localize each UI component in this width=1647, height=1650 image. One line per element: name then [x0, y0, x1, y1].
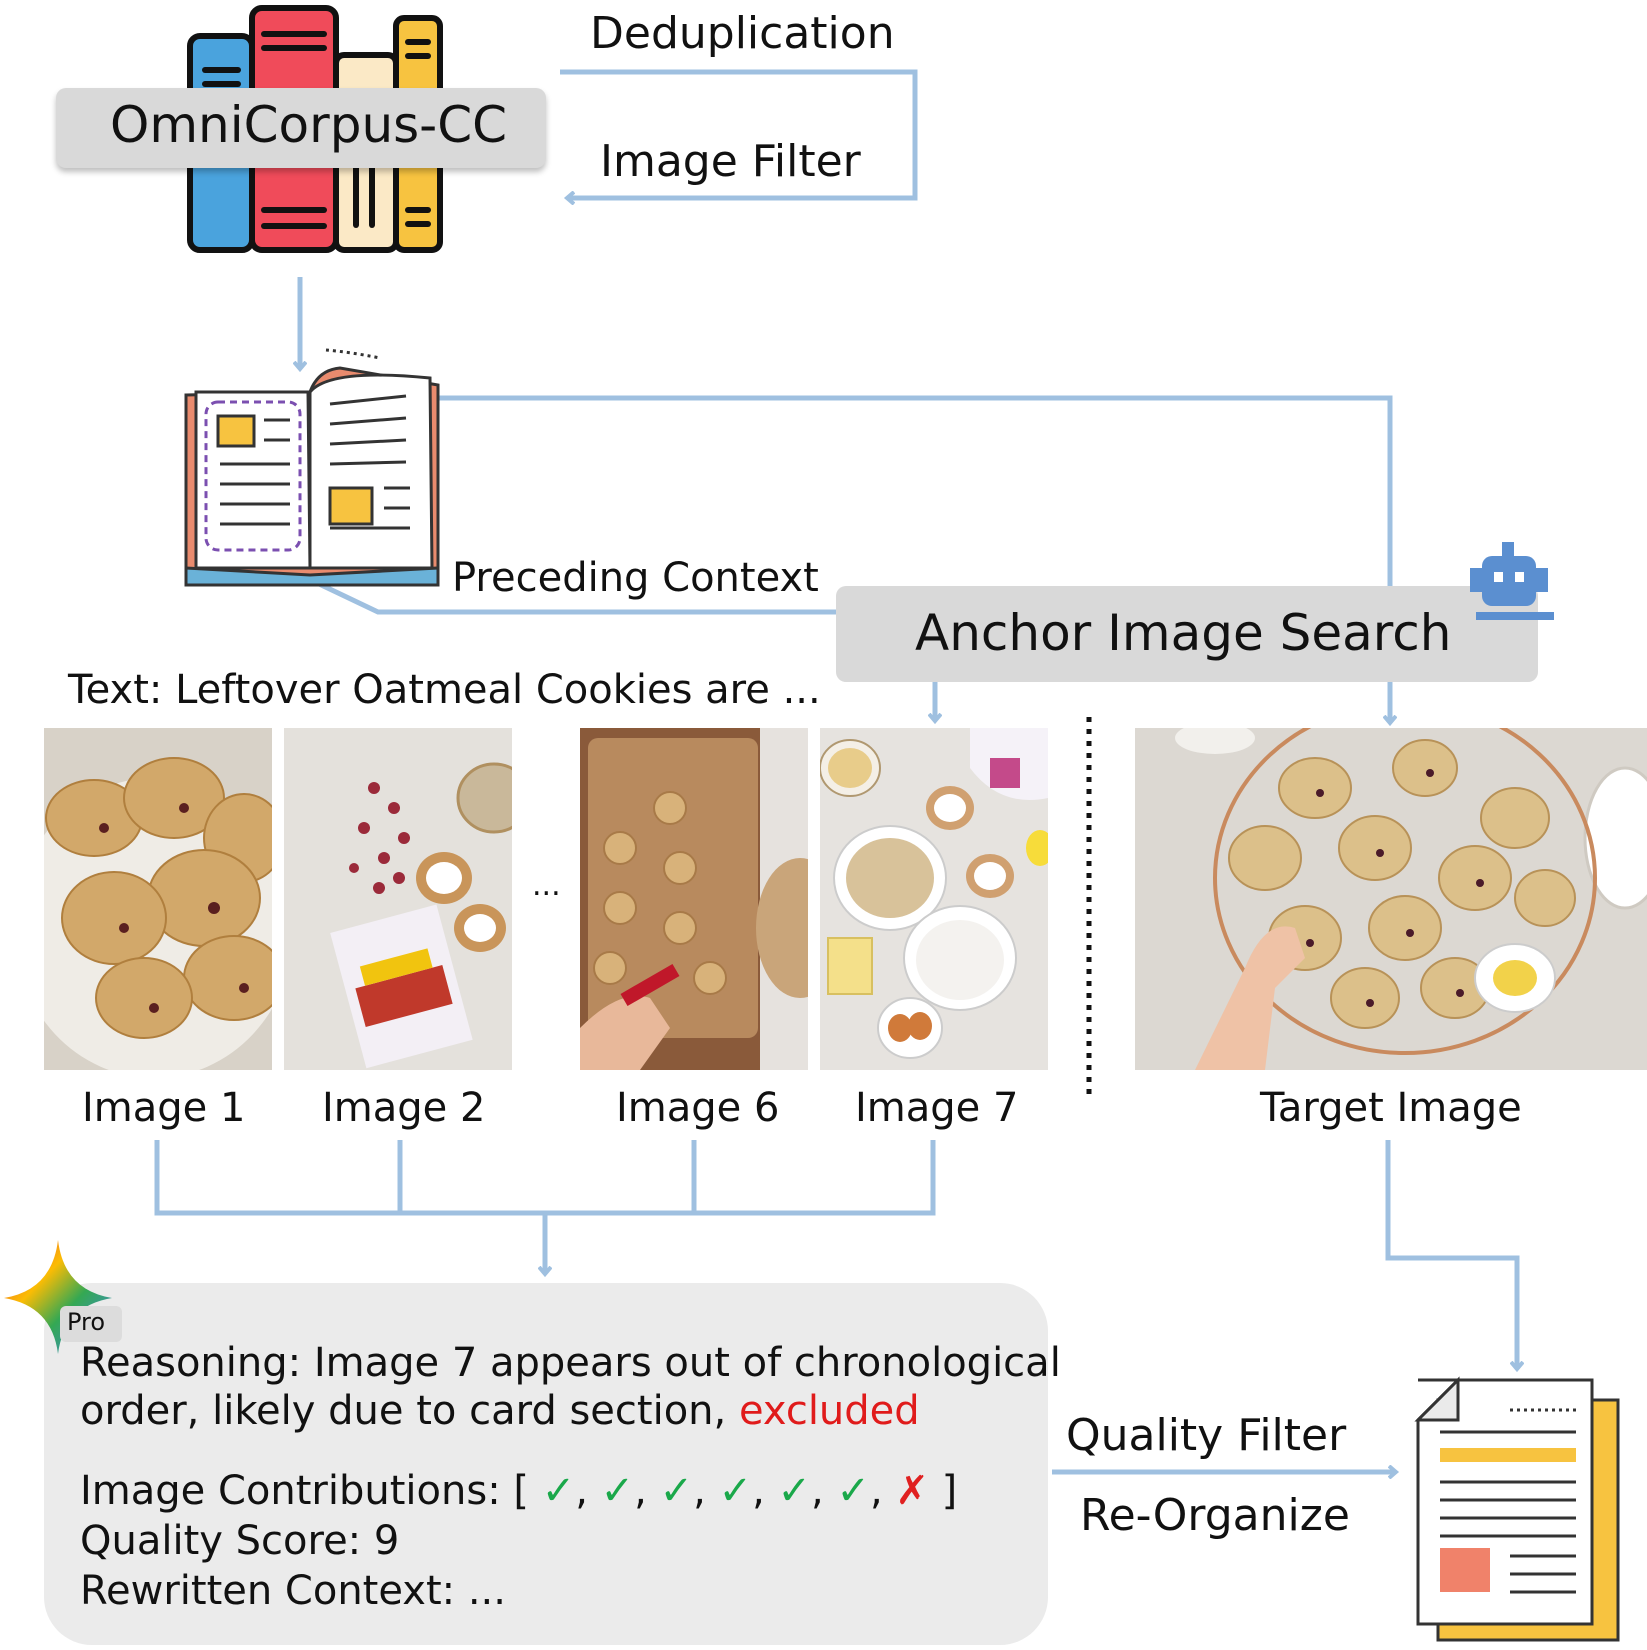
- images-ellipsis: ...: [532, 868, 561, 903]
- preceding-context-label: Preceding Context: [452, 555, 819, 601]
- contribution-cross-icon: ✗: [895, 1468, 929, 1514]
- quality-filter-label: Quality Filter: [1066, 1410, 1347, 1461]
- rewritten-context: Rewritten Context: ...: [80, 1568, 506, 1614]
- corpus-name: OmniCorpus-CC: [110, 96, 508, 154]
- image-2-label: Image 2: [322, 1085, 486, 1131]
- contributions-suffix: ]: [941, 1468, 958, 1514]
- reorganize-label: Re-Organize: [1080, 1490, 1350, 1541]
- anchor-search-box: [836, 586, 1538, 682]
- contributions-prefix: Image Contributions: [: [80, 1468, 529, 1514]
- contribution-check-icon: ✓: [541, 1468, 576, 1514]
- contribution-check-icon: ✓: [836, 1468, 870, 1514]
- image-1-label: Image 1: [82, 1085, 246, 1131]
- reasoning-line-1: Reasoning: Image 7 appears out of chrono…: [80, 1340, 1061, 1386]
- anchor-search-label: Anchor Image Search: [915, 604, 1452, 662]
- pro-badge: Pro: [67, 1308, 106, 1336]
- target-image-photo: [1135, 728, 1647, 1070]
- contribution-check-icon: ✓: [600, 1468, 635, 1514]
- contribution-check-icon: ✓: [718, 1468, 753, 1514]
- image-6-photo: [580, 728, 808, 1070]
- image-2-photo: [284, 728, 512, 1070]
- corpus-label-box: [56, 88, 546, 168]
- text-snippet: Text: Leftover Oatmeal Cookies are ...: [68, 667, 821, 713]
- quality-score: Quality Score: 9: [80, 1518, 400, 1564]
- image-contributions: Image Contributions: [ ✓, ✓, ✓, ✓, ✓, ✓,…: [80, 1468, 958, 1514]
- contribution-check-icon: ✓: [777, 1468, 812, 1514]
- reasoning-line-2-text: order, likely due to card section,: [80, 1388, 739, 1434]
- image-7-label: Image 7: [855, 1085, 1019, 1131]
- image-1-photo: [44, 728, 272, 1070]
- image-filter-label: Image Filter: [600, 136, 861, 187]
- contribution-check-icon: ✓: [659, 1468, 694, 1514]
- target-image-label: Target Image: [1260, 1085, 1522, 1131]
- reasoning-line-2: order, likely due to card section, exclu…: [80, 1388, 920, 1434]
- reasoning-panel: [44, 1283, 1048, 1645]
- image-6-label: Image 6: [616, 1085, 780, 1131]
- excluded-word: excluded: [738, 1388, 920, 1434]
- image-7-photo: [820, 728, 1048, 1070]
- dedup-label: Deduplication: [590, 8, 895, 59]
